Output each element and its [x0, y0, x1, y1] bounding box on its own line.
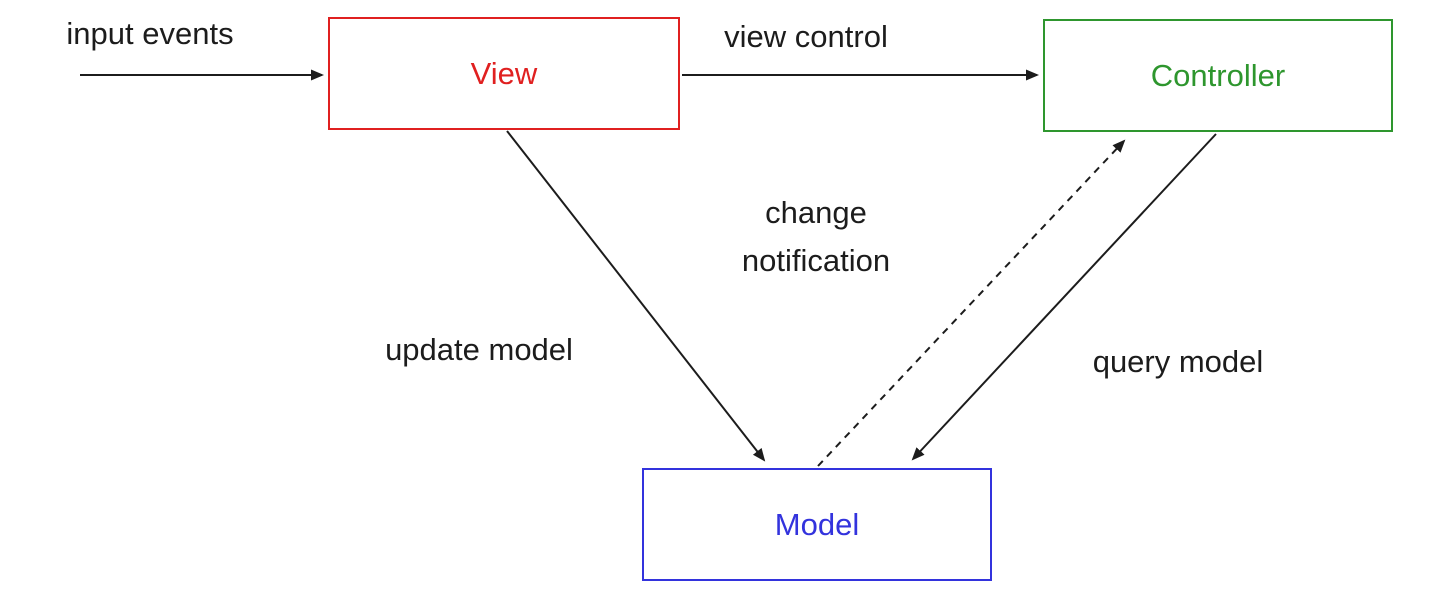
node-view: View	[328, 17, 680, 130]
node-view-label: View	[470, 56, 538, 91]
edge-label-input-events: input events	[66, 15, 234, 51]
arrow-change-notification	[817, 139, 1126, 467]
node-model: Model	[642, 468, 992, 581]
edge-label-query-model: query model	[1092, 343, 1264, 379]
arrow-query-model	[911, 133, 1217, 461]
edge-label-update-model: update model	[385, 331, 573, 367]
node-model-label: Model	[774, 507, 860, 542]
edge-label-change-line1: change	[765, 194, 867, 230]
node-controller-label: Controller	[1150, 58, 1286, 93]
node-controller: Controller	[1043, 19, 1393, 132]
edge-label-change-line2: notification	[741, 243, 891, 278]
edge-label-view-control: view control	[724, 18, 888, 54]
arrow-update-model	[506, 130, 766, 462]
edge-label-change-notification: change notification	[666, 189, 966, 285]
